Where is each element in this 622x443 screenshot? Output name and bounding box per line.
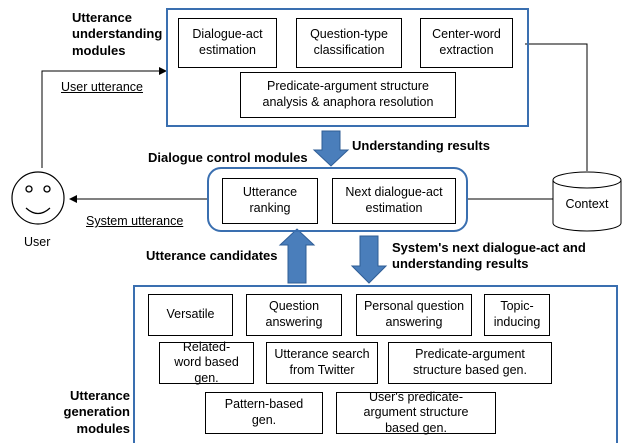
module-dialogue-act-estimation: Dialogue-act estimation (178, 18, 277, 68)
generation-title: Utterance generation modules (63, 388, 130, 436)
module-versatile: Versatile (148, 294, 233, 336)
module-question-type-classification: Question-type classification (296, 18, 402, 68)
module-utterance-ranking: Utterance ranking (222, 178, 318, 224)
context-link-understanding (525, 43, 588, 171)
control-panel (207, 167, 468, 232)
system-utterance-label: System utterance (86, 214, 184, 228)
module-question-answering: Question answering (246, 294, 342, 336)
module-predicate-argument-analysis: Predicate-argument structure analysis & … (240, 72, 456, 118)
understanding-title: Utterance understanding modules (72, 10, 163, 58)
user-face-icon (11, 171, 65, 225)
generation-panel (133, 285, 618, 443)
understanding-results-arrow (312, 130, 350, 167)
next-act-arrow (350, 235, 388, 284)
user-label: User (24, 235, 51, 249)
module-personal-question-answering: Personal question answering (356, 294, 472, 336)
user-utterance-line (41, 67, 167, 168)
module-next-dialogue-act-estimation: Next dialogue-act estimation (332, 178, 456, 224)
understanding-panel (166, 8, 529, 127)
user-utterance-label: User utterance (61, 80, 143, 94)
utterance-candidates-label: Utterance candidates (146, 248, 278, 263)
module-topic-inducing: Topic-inducing (484, 294, 550, 336)
utterance-candidates-arrow (278, 228, 316, 284)
context-label: Context (565, 197, 609, 211)
context-database-icon (552, 171, 622, 232)
module-twitter-search: Utterance search from Twitter (266, 342, 378, 384)
module-related-word-gen: Related-word based gen. (159, 340, 254, 385)
module-center-word-extraction: Center-word extraction (420, 18, 513, 68)
module-pattern-based-gen: Pattern-based gen. (205, 392, 323, 434)
next-act-label: System's next dialogue-act and understan… (392, 240, 586, 272)
module-predicate-argument-gen: Predicate-argument structure based gen. (388, 342, 552, 384)
module-user-predicate-argument-gen: User's predicate-argument structure base… (336, 390, 496, 435)
understanding-results-label: Understanding results (352, 138, 490, 153)
control-title: Dialogue control modules (148, 150, 308, 165)
